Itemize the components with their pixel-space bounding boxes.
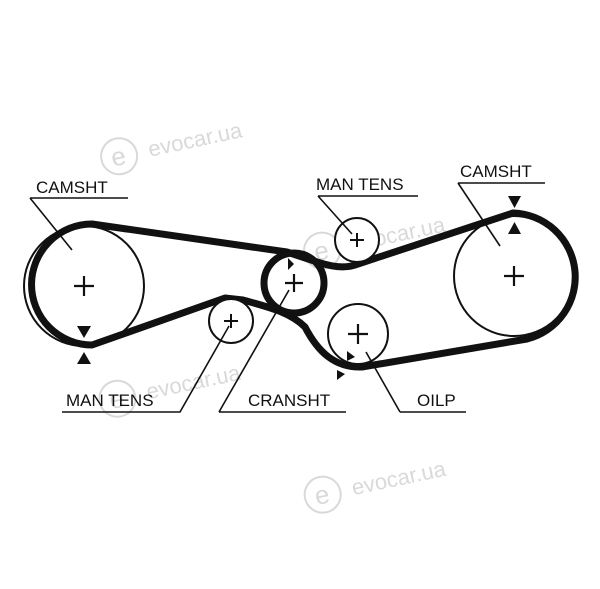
oil-pump-circle bbox=[327, 303, 389, 365]
watermark-logo-letter: e bbox=[108, 140, 128, 172]
crankshaft-center-plus-icon bbox=[285, 274, 303, 292]
label-camshaft-right: CAMSHT bbox=[460, 162, 532, 181]
label-crankshaft: CRANSHT bbox=[248, 391, 330, 410]
watermark-text: evocar.ua bbox=[144, 360, 243, 404]
label-man-tens-upper: MAN TENS bbox=[316, 175, 404, 194]
oil-pump-pulley bbox=[327, 303, 389, 380]
leader-man-tens-upper bbox=[317, 195, 418, 235]
man-tens-lower-pulley bbox=[208, 298, 254, 344]
watermark-logo-icon bbox=[303, 475, 342, 514]
crankshaft-pulley bbox=[260, 249, 328, 317]
leader-oil-pump bbox=[365, 351, 466, 413]
camshaft-right-timing-mark-upper-icon bbox=[508, 196, 521, 208]
man-tens-upper-center-plus-icon bbox=[350, 233, 364, 247]
watermark-middle: e evocar.ua bbox=[98, 360, 243, 418]
watermark-bottom: e evocar.ua bbox=[303, 456, 449, 514]
camshaft-left-circle bbox=[23, 225, 145, 347]
oil-pump-center-plus-icon bbox=[348, 324, 368, 344]
camshaft-left-timing-mark-upper-icon bbox=[77, 326, 91, 338]
watermark-top-left: e evocar.ua bbox=[100, 117, 245, 176]
oil-pump-timing-mark-lower-icon bbox=[337, 370, 345, 380]
timing-belt bbox=[28, 209, 579, 371]
watermark-group: e evocar.ua e evocar.ua e evocar.ua e ev… bbox=[98, 117, 449, 514]
camshaft-left-pulley bbox=[23, 225, 145, 364]
leader-camshaft-left bbox=[29, 197, 128, 251]
leader-crankshaft bbox=[218, 289, 346, 413]
camshaft-right-pulley bbox=[453, 196, 575, 337]
watermark-logo-icon bbox=[100, 137, 139, 176]
oil-pump-timing-mark-icon bbox=[347, 351, 355, 361]
leader-camshaft-right bbox=[457, 182, 545, 247]
watermark-logo-letter: e bbox=[312, 479, 332, 511]
label-camshaft-left: CAMSHT bbox=[36, 178, 108, 197]
label-man-tens-lower: MAN TENS bbox=[66, 391, 154, 410]
watermark-text: evocar.ua bbox=[146, 117, 245, 161]
man-tens-upper-pulley bbox=[334, 217, 380, 263]
camshaft-right-circle bbox=[453, 215, 575, 337]
label-oil-pump: OILP bbox=[417, 391, 456, 410]
camshaft-right-center-plus-icon bbox=[504, 266, 524, 286]
man-tens-lower-center-plus-icon bbox=[224, 314, 238, 328]
crankshaft-timing-mark-icon bbox=[288, 258, 294, 270]
leader-man-tens-lower bbox=[62, 325, 230, 413]
crankshaft-outer-circle bbox=[260, 249, 328, 317]
camshaft-left-center-plus-icon bbox=[74, 276, 94, 296]
camshaft-right-timing-mark-lower-icon bbox=[508, 222, 521, 234]
watermark-logo-letter: e bbox=[106, 383, 126, 415]
watermark-text: evocar.ua bbox=[349, 456, 448, 500]
camshaft-left-timing-mark-lower-icon bbox=[77, 352, 91, 364]
watermark-logo-icon bbox=[98, 379, 137, 418]
leader-lines bbox=[29, 182, 545, 413]
